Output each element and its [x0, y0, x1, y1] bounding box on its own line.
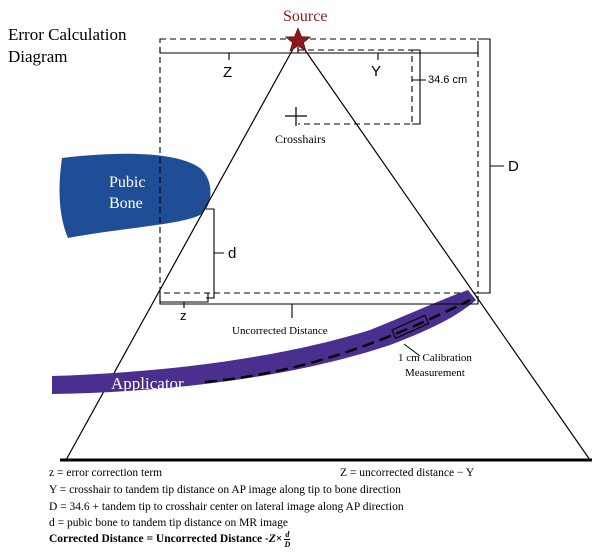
pubic-bone-label-line2: Bone: [109, 195, 143, 212]
z-brace: [159, 293, 209, 308]
crosshairs-label: Crosshairs: [275, 132, 326, 146]
calibration-pointer: [403, 343, 421, 357]
applicator-label: Applicator: [111, 374, 184, 393]
diagram-title-line1: Error Calculation: [8, 25, 127, 44]
applicator-centerline: [204, 298, 471, 384]
formula-times: ×: [275, 532, 283, 545]
uncorrected-brace: [159, 296, 479, 318]
calibration-marker: [391, 314, 430, 339]
Y-label: Y: [371, 63, 382, 80]
pubic-bone-shape: [59, 153, 211, 238]
crosshair-dashed-box: [298, 49, 413, 125]
legend-Z-definition: Z = uncorrected distance − Y: [340, 467, 475, 479]
cone-left-edge: [65, 39, 299, 461]
dist-34-6-label: 34.6 cm: [428, 74, 468, 86]
D-label: D: [508, 158, 519, 175]
calibration-label-line1: 1 cm Calibration: [398, 352, 472, 364]
calibration-label-line2: Measurement: [405, 367, 465, 379]
diagram-title-line2: Diagram: [8, 47, 68, 66]
d-label: d: [228, 245, 237, 262]
dist-34-6-brace: [412, 49, 426, 125]
z-label: z: [180, 308, 187, 323]
legend-d-definition: d = pubic bone to tandem tip distance on…: [49, 517, 288, 529]
field-dashed-box: [159, 38, 479, 294]
d-brace: [206, 208, 224, 299]
source-star-icon: [284, 27, 312, 52]
source-label: Source: [283, 8, 328, 25]
formula-numerator: d: [284, 530, 291, 540]
Z-brace: [159, 47, 299, 60]
legend-D-definition: D = 34.6 + tandem tip to crosshair cente…: [49, 501, 404, 513]
corrected-distance-formula: Corrected Distance = Uncorrected Distanc…: [49, 530, 291, 549]
formula-denominator: D: [284, 540, 291, 549]
uncorrected-distance-label: Uncorrected Distance: [232, 325, 328, 337]
cone-right-edge: [297, 39, 591, 461]
formula-prefix: Corrected Distance = Uncorrected Distanc…: [49, 532, 269, 545]
formula-Z: Z: [268, 532, 276, 545]
Y-brace: [297, 47, 479, 60]
legend-Y-definition: Y = crosshair to tandem tip distance on …: [49, 484, 401, 496]
pubic-bone-label-line1: Pubic: [109, 174, 146, 191]
Z-label: Z: [223, 64, 233, 81]
D-brace: [478, 38, 504, 294]
legend-z-definition: z = error correction term: [49, 467, 163, 479]
